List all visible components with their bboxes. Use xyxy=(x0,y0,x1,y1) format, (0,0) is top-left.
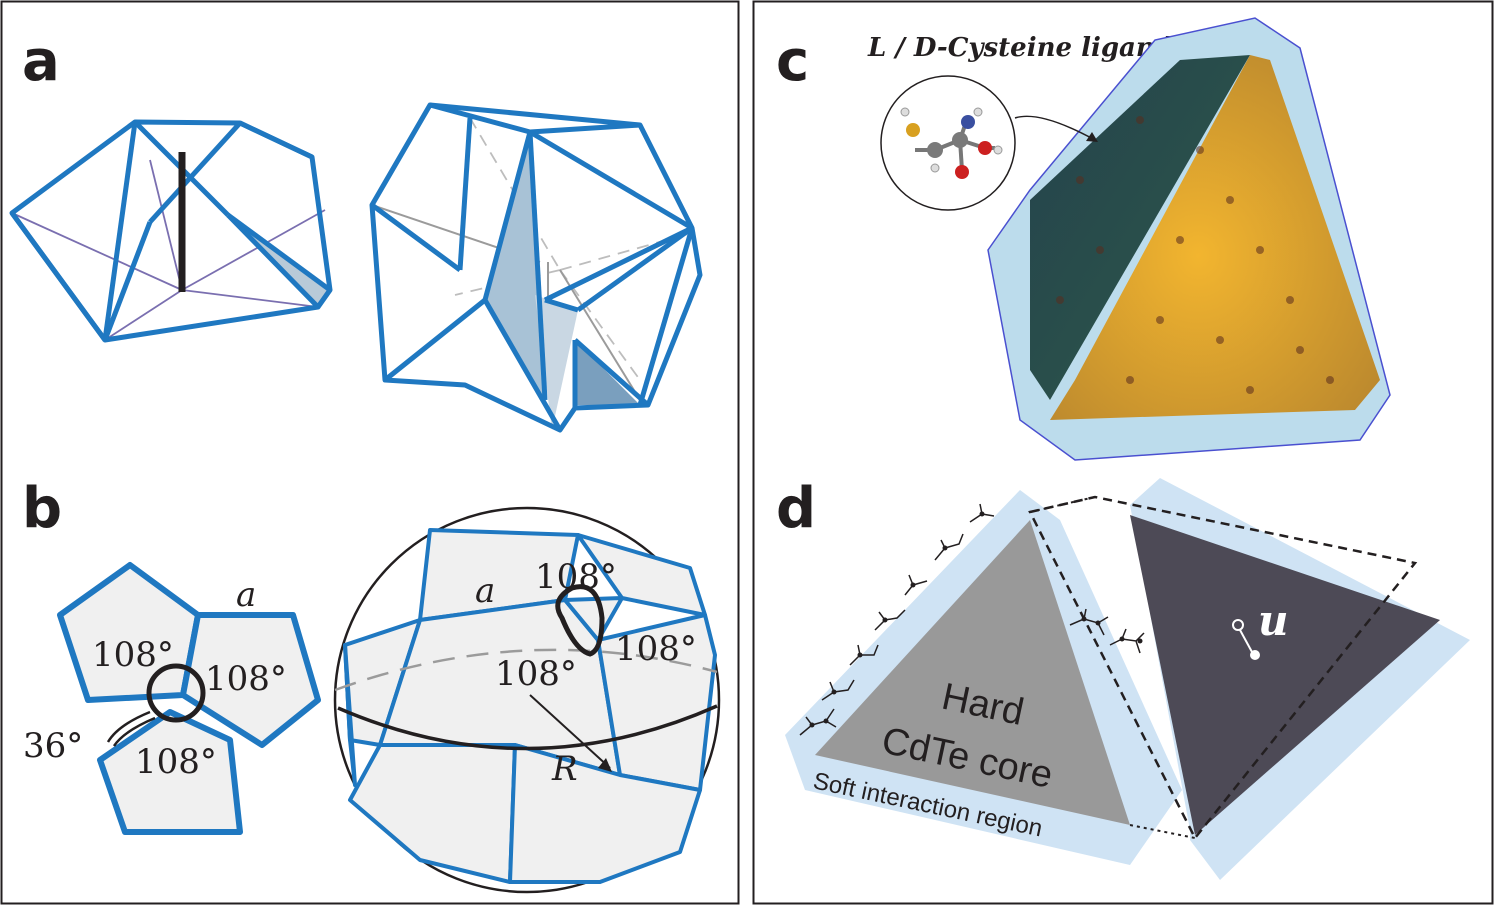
sphere-polyhedron: 108° 108° 108° a R xyxy=(333,506,721,894)
sphere-angle-top: 108° xyxy=(535,557,617,597)
panel-c-label: c xyxy=(776,29,809,94)
polyhedron-right xyxy=(369,102,703,433)
edge-label-a-sphere: a xyxy=(475,571,495,611)
orientation-vector-label: u xyxy=(1258,596,1289,645)
hard-soft-model: Hard CdTe core Soft interaction region u xyxy=(785,478,1470,880)
ligand-dots xyxy=(1056,116,1334,394)
edge-label-a-left: a xyxy=(236,575,256,615)
polyhedron-left xyxy=(9,119,333,343)
angle-label-top-left: 108° xyxy=(92,635,174,675)
hard-core-triangle xyxy=(815,520,1130,825)
coated-tetrahedron xyxy=(987,17,1391,461)
three-pentagons: 108° 108° 108° 36° a xyxy=(23,562,321,835)
panel-b-label: b xyxy=(22,476,62,541)
left-frame xyxy=(0,0,740,905)
ligand-title: L / D-Cysteine ligands xyxy=(867,33,1188,63)
right-frame xyxy=(752,0,1494,905)
second-particle-triangle xyxy=(1130,515,1440,835)
radius-label-r: R xyxy=(551,749,578,789)
sphere-angle-bottom: 108° xyxy=(495,654,577,694)
angle-label-right: 108° xyxy=(205,659,287,699)
outer-angle-label: 36° xyxy=(23,726,83,766)
panel-a-label: a xyxy=(22,29,60,94)
panel-d-label: d xyxy=(776,476,816,541)
sphere-angle-right: 108° xyxy=(615,629,697,669)
cysteine-molecule-inset xyxy=(880,75,1098,211)
angle-label-bottom: 108° xyxy=(135,742,217,782)
